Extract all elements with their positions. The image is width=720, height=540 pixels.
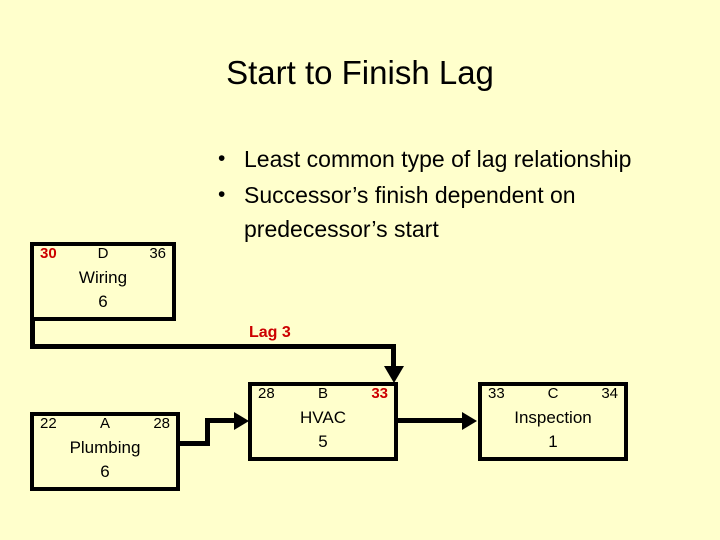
lag-connector-segment-into-b (391, 344, 396, 367)
node-b-hvac: 28 B 33 HVAC 5 (248, 382, 398, 461)
b-to-c-arrowhead-icon (462, 412, 477, 430)
bullet-list: • Least common type of lag relationship … (218, 142, 668, 248)
bullet-dot-icon: • (218, 183, 226, 206)
a-to-b-arrowhead-icon (234, 412, 249, 430)
lag-label: Lag 3 (249, 324, 291, 341)
list-item: • Least common type of lag relationship (218, 142, 668, 176)
lag-connector-segment-across (30, 344, 396, 349)
node-activity-name: Plumbing (69, 438, 141, 457)
node-header: 33 C 34 (482, 384, 624, 404)
node-early-finish: 28 (153, 415, 170, 432)
list-item: • Successor’s finish dependent on predec… (218, 178, 668, 246)
node-activity-name: HVAC (300, 408, 346, 427)
node-activity-name: Inspection (514, 408, 592, 427)
a-to-b-segment-in (205, 418, 239, 423)
node-activity-name: Wiring (78, 268, 128, 287)
lag-connector-segment-down (30, 318, 35, 349)
bullet-text: Least common type of lag relationship (244, 146, 632, 172)
node-header: 30 D 36 (34, 244, 172, 264)
node-duration: 5 (318, 432, 328, 451)
node-header: 22 A 28 (34, 414, 176, 434)
node-early-start: 28 (258, 385, 275, 402)
b-to-c-segment (396, 418, 464, 423)
node-early-start: 33 (488, 385, 505, 402)
node-id-label: A (99, 415, 110, 432)
node-early-finish: 34 (601, 385, 618, 402)
bullet-text: Successor’s finish dependent on predeces… (244, 182, 576, 242)
a-to-b-segment-out (178, 441, 210, 446)
node-d-wiring: 30 D 36 Wiring 6 (30, 242, 176, 321)
node-duration: 1 (548, 432, 558, 451)
node-id-label: D (97, 245, 109, 262)
node-early-finish: 36 (149, 245, 166, 262)
node-early-start: 22 (40, 415, 57, 432)
lag-connector-arrowhead-icon (384, 366, 404, 383)
node-early-start: 30 (40, 245, 57, 262)
node-header: 28 B 33 (252, 384, 394, 404)
a-to-b-segment-up (205, 418, 210, 446)
node-id-label: C (547, 385, 559, 402)
node-a-plumbing: 22 A 28 Plumbing 6 (30, 412, 180, 491)
node-early-finish: 33 (371, 385, 388, 402)
page-title: Start to Finish Lag (226, 54, 494, 91)
bullet-dot-icon: • (218, 147, 226, 170)
node-duration: 6 (100, 462, 110, 481)
node-c-inspection: 33 C 34 Inspection 1 (478, 382, 628, 461)
node-id-label: B (317, 385, 328, 402)
node-duration: 6 (98, 292, 108, 311)
